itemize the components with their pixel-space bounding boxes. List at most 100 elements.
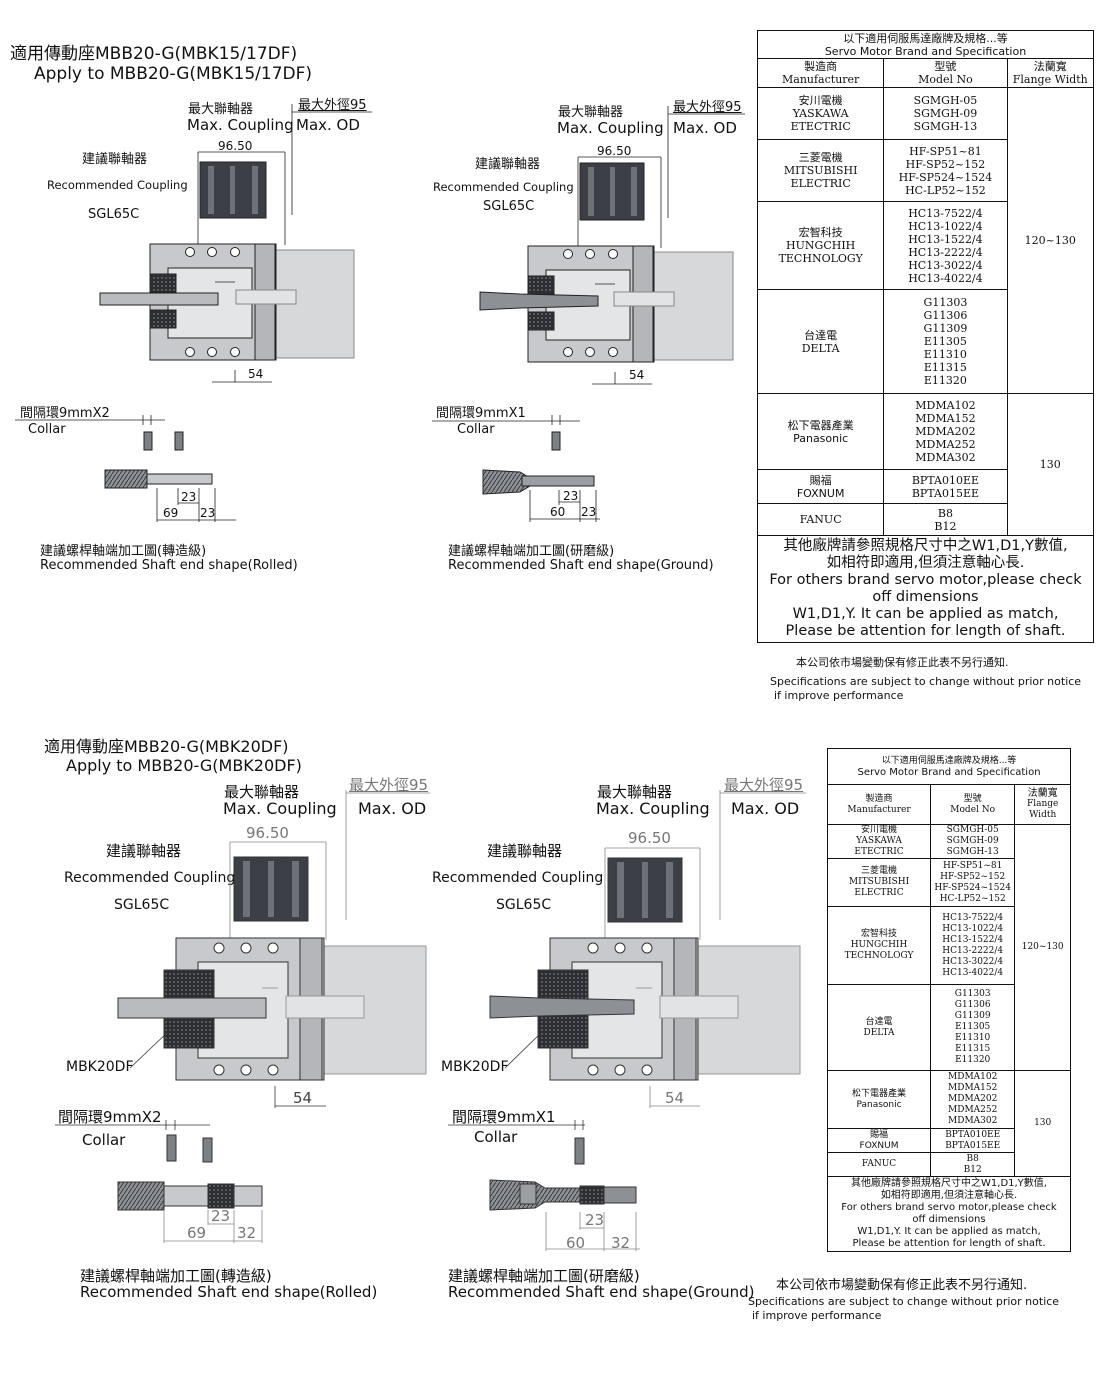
table-title: 以下適用伺服馬達廠牌及規格...等 Servo Motor Brand and … xyxy=(757,30,1094,59)
bottom-ground-shaft-dim-a: 23 xyxy=(585,1211,605,1229)
table2-flange-120-130: 120~130 xyxy=(1014,824,1071,1071)
top-ground-shaft-dim-c: 23 xyxy=(581,505,597,519)
top-rolled-dim-54: 54 xyxy=(248,367,264,381)
flange-130: 130 xyxy=(1006,393,1095,536)
top-rolled-collar-en: Collar xyxy=(28,422,66,437)
bottom-ground-shaft-dim-c: 32 xyxy=(611,1234,631,1252)
top-rolled-max-coupling-en: Max. Coupling xyxy=(187,116,294,134)
bottom-rolled-max-coupling-en: Max. Coupling xyxy=(223,799,337,818)
bottom-rolled-rec-coupling-zh: 建議聯軸器 xyxy=(106,842,182,860)
bottom-ground-shaft-dim-b: 60 xyxy=(566,1234,586,1252)
footer-bottom-en2: if improve performance xyxy=(752,1309,882,1322)
bottom-rolled-max-od-en: Max. OD xyxy=(358,799,427,818)
top-rolled-max-od-en: Max. OD xyxy=(296,116,360,134)
bottom-ground-caption-en: Recommended Shaft end shape(Ground) xyxy=(448,1283,755,1301)
top-ground-dim-54: 54 xyxy=(629,368,645,382)
footer-bottom-en1: Specifications are subject to change wit… xyxy=(748,1295,1060,1308)
bottom-ground-assembly xyxy=(448,790,806,1251)
bottom-title-zh: 適用傳動座MBB20-G(MBK20DF) xyxy=(44,737,289,756)
top-rolled-coupling-model: SGL65C xyxy=(88,207,140,222)
bottom-rolled-shaft-dim-a: 23 xyxy=(211,1207,231,1225)
bottom-ground-caption-zh: 建議螺桿軸端加工圖(研磨級) xyxy=(448,1267,640,1285)
bottom-rolled-caption-zh: 建議螺桿軸端加工圖(轉造級) xyxy=(80,1267,272,1285)
top-ground-max-od-en: Max. OD xyxy=(673,119,737,137)
bottom-ground-max-coupling-en: Max. Coupling xyxy=(596,799,710,818)
top-rolled-shaft-dim-c: 23 xyxy=(200,506,216,520)
bottom-ground-dim-54: 54 xyxy=(665,1089,685,1107)
bottom-ground-max-od-en: Max. OD xyxy=(731,799,800,818)
bottom-ground-max-coupling-zh: 最大聯軸器 xyxy=(597,783,673,801)
flange-120-130: 120~130 xyxy=(1006,87,1095,394)
table-note: 其他廠牌請參照規格尺寸中之W1,D1,Y數值,如相符即適用,但須注意軸心長. F… xyxy=(757,535,1094,643)
top-ground-shaft-dim-a: 23 xyxy=(563,489,579,503)
top-rolled-shaft-dim-b: 69 xyxy=(163,506,179,520)
table2-note: 其他廠牌請參照規格尺寸中之W1,D1,Y數值,如相符即適用,但須注意軸心長. F… xyxy=(827,1176,1071,1252)
table2-flange-130: 130 xyxy=(1014,1070,1071,1177)
top-ground-rec-coupling-zh: 建議聯軸器 xyxy=(475,157,541,172)
bottom-rolled-shaft-dim-b: 69 xyxy=(187,1224,207,1242)
top-rolled-assembly xyxy=(15,104,372,522)
top-title-en: Apply to MBB20-G(MBK15/17DF) xyxy=(34,64,313,84)
bottom-rolled-bearing: MBK20DF xyxy=(66,1059,134,1075)
brand-fanuc: FANUC xyxy=(756,503,885,536)
footer-top-en2: if improve performance xyxy=(774,689,904,702)
top-ground-max-coupling-zh: 最大聯軸器 xyxy=(558,105,624,120)
bottom-rolled-assembly xyxy=(55,790,430,1243)
top-rolled-caption-zh: 建議螺桿軸端加工圖(轉造級) xyxy=(40,544,207,559)
bottom-rolled-collar-en: Collar xyxy=(82,1131,126,1149)
top-rolled-collar-zh: 間隔環9mmX2 xyxy=(20,406,110,421)
bottom-rolled-dim-54: 54 xyxy=(293,1089,313,1107)
bottom-rolled-caption-en: Recommended Shaft end shape(Rolled) xyxy=(80,1283,378,1301)
top-rolled-rec-coupling-en: Recommended Coupling xyxy=(47,178,188,192)
bottom-rolled-rec-coupling-en: Recommended Coupling xyxy=(64,870,236,886)
top-ground-max-od-zh: 最大外徑95 xyxy=(673,100,742,115)
top-ground-caption-zh: 建議螺桿軸端加工圖(研磨級) xyxy=(448,544,615,559)
footer-top-en1: Specifications are subject to change wit… xyxy=(770,675,1082,688)
top-ground-assembly xyxy=(432,106,745,522)
bottom-ground-bearing: MBK20DF xyxy=(441,1059,509,1075)
top-rolled-max-od-zh: 最大外徑95 xyxy=(298,98,367,113)
bottom-rolled-dim-96: 96.50 xyxy=(246,824,289,842)
top-ground-rec-coupling-en: Recommended Coupling xyxy=(433,180,574,194)
bottom-rolled-coupling-model: SGL65C xyxy=(114,897,170,913)
top-ground-coupling-model: SGL65C xyxy=(483,199,535,214)
servo-spec-table-top: 以下適用伺服馬達廠牌及規格...等 Servo Motor Brand and … xyxy=(756,30,1095,643)
bottom-ground-rec-coupling-en: Recommended Coupling xyxy=(432,870,604,886)
table2-brand-fanuc: FANUC xyxy=(826,1152,932,1177)
top-ground-shaft-dim-b: 60 xyxy=(550,505,566,519)
bottom-ground-collar-zh: 間隔環9mmX1 xyxy=(452,1108,556,1126)
top-rolled-caption-en: Recommended Shaft end shape(Rolled) xyxy=(40,558,298,573)
footer-bottom-zh: 本公司依市場變動保有修正此表不另行通知. xyxy=(776,1278,1028,1293)
bottom-ground-collar-en: Collar xyxy=(474,1128,518,1146)
top-rolled-dim-96: 96.50 xyxy=(218,139,253,153)
top-rolled-max-coupling-zh: 最大聯軸器 xyxy=(188,102,254,117)
